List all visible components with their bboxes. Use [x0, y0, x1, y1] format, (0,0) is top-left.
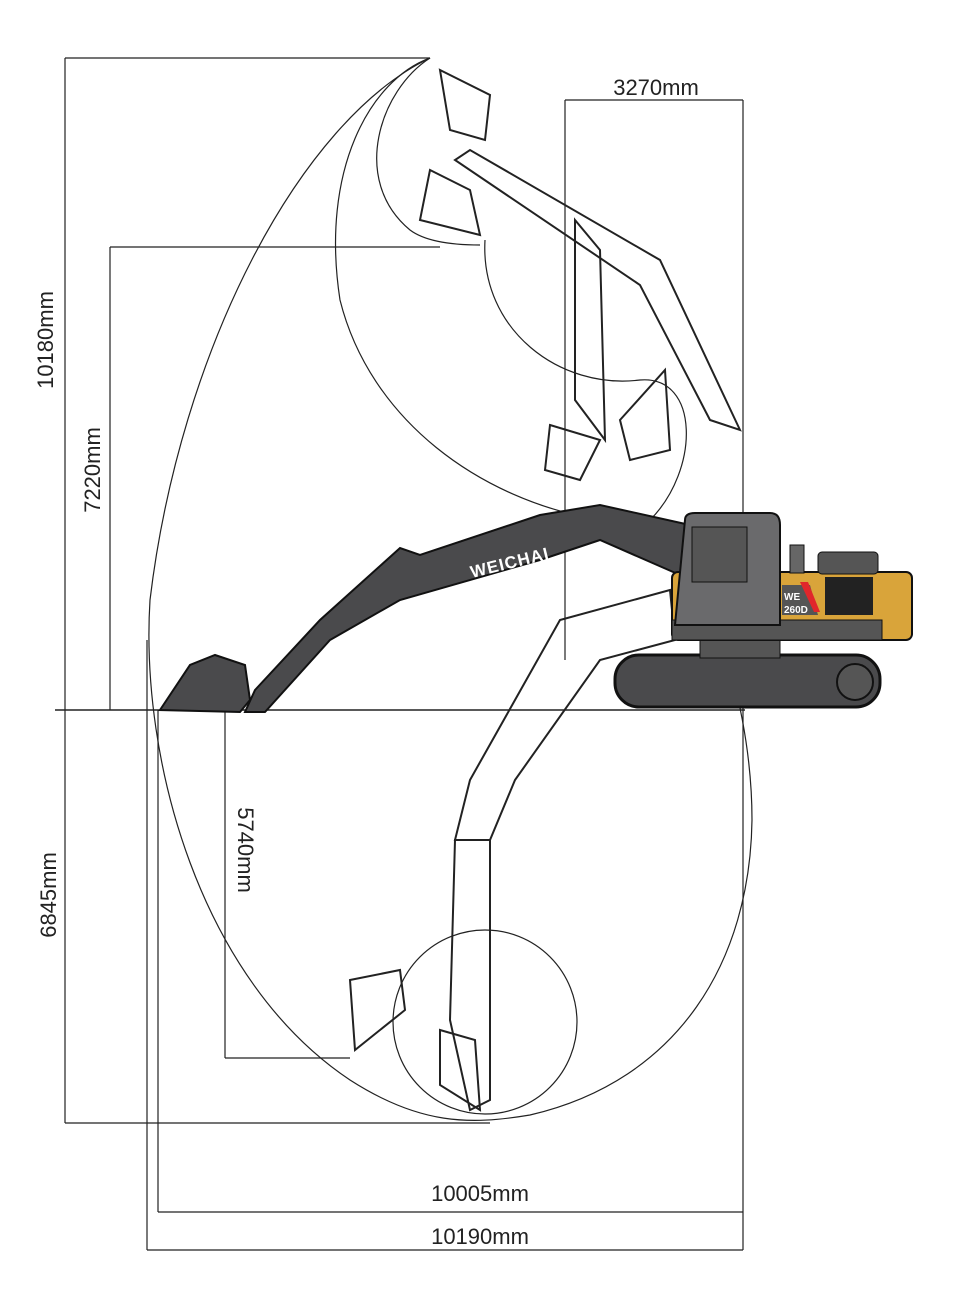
air-cleaner	[789, 544, 805, 574]
bucket-arc-bottom	[392, 929, 578, 1115]
min-swing-radius-label: 3270mm	[613, 75, 699, 100]
bucket-raised-2	[418, 168, 482, 237]
bucket-lowered-1	[348, 968, 407, 1052]
dimension-lines	[55, 57, 745, 1251]
arm-lowered	[448, 839, 491, 1112]
lower-boom-outline	[348, 588, 677, 1112]
upper-boom-outline	[418, 68, 742, 482]
bucket-lowered-2	[439, 1028, 482, 1112]
working-envelope	[148, 57, 753, 1121]
bucket-raised	[438, 68, 492, 142]
bucket-ground	[158, 653, 252, 714]
boom-raised	[453, 148, 742, 432]
bucket-arc-top	[376, 57, 481, 246]
bucket-mid	[543, 423, 602, 482]
reach-ground-label: 10005mm	[431, 1181, 529, 1206]
inner-arc	[334, 57, 601, 521]
boom-extended	[243, 503, 692, 713]
excavator-body: WEICHAI WE 260D	[158, 503, 913, 714]
idler-wheel	[836, 663, 874, 701]
max-dumping-height-label: 7220mm	[80, 427, 105, 513]
max-reach-label: 10190mm	[431, 1224, 529, 1249]
cab-window	[691, 526, 748, 583]
bucket-arc-mid	[484, 239, 687, 521]
engine-grille	[825, 577, 873, 615]
bucket-mid-2	[618, 367, 672, 462]
max-reach-envelope	[148, 57, 753, 1121]
arm-raised	[574, 217, 607, 444]
engine-hood	[817, 551, 879, 575]
vertical-wall-depth-label: 5740mm	[233, 807, 258, 893]
max-digging-depth-label: 6845mm	[36, 852, 61, 938]
dimension-labels: 3270mm 10180mm 7220mm 6845mm 5740mm 1000…	[33, 75, 699, 1249]
red-stripe	[800, 582, 820, 612]
model-text-1: WE	[784, 592, 800, 603]
max-digging-height-label: 10180mm	[33, 291, 58, 389]
model-text-2: 260D	[784, 605, 808, 616]
